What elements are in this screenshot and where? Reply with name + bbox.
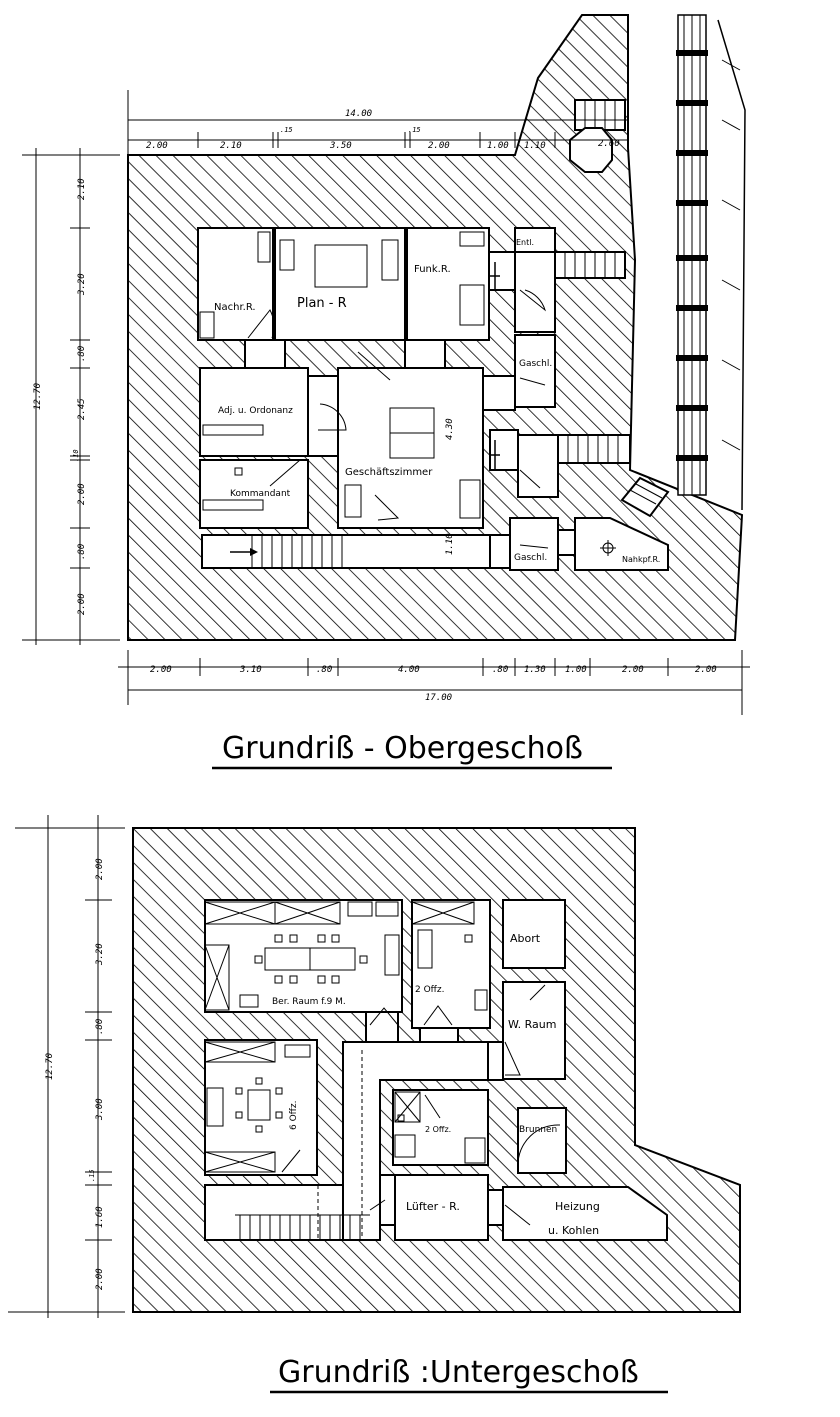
svg-text:17.00: 17.00 bbox=[425, 693, 452, 703]
svg-text:.80: .80 bbox=[77, 544, 87, 560]
label-heizung: Heizung bbox=[555, 1200, 600, 1213]
label-nahkpf: Nahkpf.R. bbox=[622, 555, 660, 564]
room-offz6 bbox=[204, 1039, 318, 1176]
svg-text:2.00: 2.00 bbox=[428, 141, 450, 151]
label-entl: Entl. bbox=[516, 238, 534, 247]
room-gaschl-upper-1 bbox=[514, 334, 556, 408]
upper-dims-left: 2.10 3.20 .80 2.45 .10 2.00 .80 2.00 12.… bbox=[22, 148, 120, 645]
svg-text:.10: .10 bbox=[72, 449, 80, 462]
svg-text:.80: .80 bbox=[95, 1019, 105, 1035]
room-offz1 bbox=[411, 899, 491, 1029]
room-kommandant bbox=[199, 459, 309, 529]
svg-text:.15: .15 bbox=[408, 126, 421, 134]
label-kohlen: u. Kohlen bbox=[548, 1224, 599, 1237]
svg-text:.15: .15 bbox=[280, 126, 293, 134]
label-adj: Adj. u. Ordonanz bbox=[218, 406, 293, 416]
lower-stair bbox=[235, 1214, 370, 1240]
room-adj bbox=[199, 367, 309, 457]
svg-text:.80: .80 bbox=[492, 665, 508, 675]
svg-text:12.70: 12.70 bbox=[45, 1053, 55, 1080]
svg-text:3.10: 3.10 bbox=[239, 665, 262, 675]
svg-text:1.00: 1.00 bbox=[565, 665, 587, 675]
svg-text:.80: .80 bbox=[316, 665, 332, 675]
room-ber-raum bbox=[204, 899, 403, 1013]
svg-text:2.00: 2.00 bbox=[77, 483, 87, 505]
svg-text:1.00: 1.00 bbox=[487, 141, 509, 151]
dim-inner: 1.10 bbox=[445, 533, 455, 555]
svg-text:2.00: 2.00 bbox=[695, 665, 717, 675]
label-gaschl-1: Gaschl. bbox=[519, 359, 552, 369]
room-brunnen bbox=[517, 1107, 567, 1174]
label-gaschl-2: Gaschl. bbox=[514, 553, 547, 563]
label-brunnen: Brunnen bbox=[519, 1125, 557, 1135]
upper-floor-plan: Nachr.R. Plan - R Funk.R. Entl. Adj. u. … bbox=[22, 14, 750, 770]
svg-text:3.00: 3.00 bbox=[95, 1098, 105, 1121]
room-heizung bbox=[502, 1186, 668, 1241]
label-geschaeft: Geschäftszimmer bbox=[345, 467, 433, 478]
label-funk: Funk.R. bbox=[414, 264, 451, 275]
room-nahkpf bbox=[574, 517, 669, 571]
room-nachr bbox=[197, 227, 274, 341]
svg-text:1.30: 1.30 bbox=[524, 665, 546, 675]
label-luefter: Lüfter - R. bbox=[406, 1200, 460, 1213]
upper-top-stair bbox=[569, 99, 626, 173]
svg-text:2.10: 2.10 bbox=[77, 178, 87, 200]
room-plan bbox=[274, 227, 406, 341]
svg-text:1.10: 1.10 bbox=[524, 141, 546, 151]
dim-center: 4.30 bbox=[445, 418, 455, 440]
upper-pipe-column bbox=[676, 14, 746, 511]
label-w-raum: W. Raum bbox=[508, 1018, 556, 1031]
svg-text:2.00: 2.00 bbox=[622, 665, 644, 675]
svg-text:.15: .15 bbox=[88, 1169, 96, 1182]
label-nachr: Nachr.R. bbox=[214, 302, 256, 313]
svg-text:2.00: 2.00 bbox=[146, 141, 168, 151]
room-abort bbox=[502, 899, 566, 969]
room-offz2 bbox=[392, 1089, 489, 1166]
label-offz2: 2 Offz. bbox=[425, 1125, 451, 1134]
upper-stair-right-2 bbox=[557, 434, 631, 464]
svg-text:2.60: 2.60 bbox=[598, 139, 620, 149]
svg-text:.80: .80 bbox=[77, 346, 87, 362]
svg-text:2.10: 2.10 bbox=[220, 141, 242, 151]
svg-text:2.00: 2.00 bbox=[95, 858, 105, 880]
svg-text:2.45: 2.45 bbox=[77, 398, 87, 420]
upper-stair-diagonal bbox=[620, 476, 670, 518]
label-ber-raum: Ber. Raum f.9 M. bbox=[272, 997, 346, 1007]
lower-floor-plan: Ber. Raum f.9 M. 2 Offz. Abort W. Raum 6… bbox=[8, 815, 741, 1394]
label-plan: Plan - R bbox=[297, 296, 347, 311]
svg-text:3.20: 3.20 bbox=[95, 943, 105, 966]
svg-text:3.20: 3.20 bbox=[77, 273, 87, 296]
upper-dims-top: 14.00 2.00 2.10 .15 3.50 .15 2.00 1.00 1… bbox=[127, 90, 629, 155]
svg-text:12.70: 12.70 bbox=[33, 383, 43, 410]
label-kommandant: Kommandant bbox=[230, 489, 291, 499]
room-w-raum bbox=[502, 981, 566, 1080]
room-funk bbox=[406, 227, 490, 341]
svg-text:2.00: 2.00 bbox=[150, 665, 172, 675]
svg-text:2.00: 2.00 bbox=[95, 1268, 105, 1290]
title-upper: Grundriß - Obergeschoß bbox=[222, 731, 583, 766]
svg-text:4.00: 4.00 bbox=[398, 665, 420, 675]
svg-text:14.00: 14.00 bbox=[345, 109, 372, 119]
room-geschaeft bbox=[337, 367, 484, 529]
upper-dims-bottom: 2.00 3.10 .80 4.00 .80 1.30 1.00 2.00 2.… bbox=[118, 650, 750, 715]
svg-text:2.00: 2.00 bbox=[77, 593, 87, 615]
label-offz6: 6 Offz. bbox=[289, 1101, 299, 1130]
upper-stair-corridor bbox=[230, 535, 343, 568]
label-abort: Abort bbox=[510, 932, 541, 945]
lower-dims-left: 2.00 3.20 .80 3.00 .15 1.60 2.00 12.70 bbox=[8, 815, 125, 1318]
svg-text:1.60: 1.60 bbox=[95, 1206, 105, 1228]
upper-stair-right-1 bbox=[554, 251, 626, 279]
title-lower: Grundriß :Untergeschoß bbox=[278, 1355, 639, 1390]
label-offz1: 2 Offz. bbox=[415, 985, 444, 995]
svg-text:3.50: 3.50 bbox=[329, 141, 352, 151]
bunks bbox=[204, 901, 475, 1173]
